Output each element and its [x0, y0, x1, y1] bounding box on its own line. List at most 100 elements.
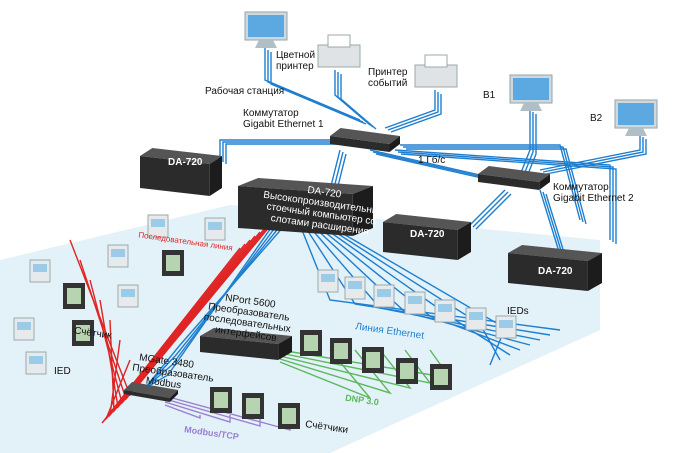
- ethernet-link: [307, 224, 541, 341]
- box-side: [209, 156, 222, 196]
- ied-screen: [469, 312, 483, 320]
- ethernet-link: [519, 110, 531, 176]
- meter-device: [63, 283, 85, 309]
- b2-label: В2: [590, 113, 603, 124]
- meter-screen: [304, 335, 318, 351]
- box-front: [238, 186, 353, 236]
- box-front: [200, 336, 279, 360]
- ethernet-link: [406, 148, 587, 225]
- meter-device: [210, 387, 232, 413]
- ethernet-link: [394, 149, 611, 240]
- ethernet-link: [390, 94, 442, 133]
- ethernet-link: [340, 74, 377, 130]
- box-front: [508, 253, 588, 291]
- box-side: [278, 336, 292, 360]
- ethernet-link: [384, 90, 436, 129]
- ied-device: [344, 276, 366, 300]
- meter-device: [242, 393, 264, 419]
- ethernet-link: [539, 189, 561, 256]
- ied-screen: [377, 289, 391, 297]
- box-front: [383, 222, 458, 260]
- ethernet-link: [469, 189, 506, 226]
- meter-screen: [334, 343, 348, 359]
- ethernet-link: [222, 141, 343, 162]
- meter-screen: [166, 255, 180, 271]
- monitor-display: [513, 78, 549, 100]
- box-top: [508, 245, 602, 261]
- speed-label: 1 Гб/с: [418, 155, 446, 166]
- event-printer: [414, 54, 458, 88]
- ethernet-link: [403, 146, 584, 223]
- switch2-label: Коммутатор Gigabit Ethernet 2: [553, 182, 634, 204]
- switch-1: [330, 128, 400, 152]
- b1-label: В1: [483, 90, 496, 101]
- ethernet-link: [387, 92, 439, 131]
- ied-device: [25, 351, 47, 375]
- monitor-display: [618, 103, 654, 125]
- modbus-link: [164, 401, 231, 423]
- box-front: [478, 174, 540, 190]
- ied-device: [204, 217, 226, 241]
- box-front: [140, 156, 210, 196]
- ethernet-link: [397, 151, 614, 242]
- box-side: [352, 186, 373, 236]
- ethernet-link: [542, 191, 564, 258]
- ied-device: [117, 284, 139, 308]
- meter-screen: [434, 369, 448, 385]
- da720-4: [508, 245, 602, 291]
- ied-screen: [408, 296, 422, 304]
- printer-body: [414, 64, 458, 88]
- ied-screen: [29, 356, 43, 364]
- ied-label: IED: [54, 366, 71, 377]
- ethernet-link: [475, 193, 512, 230]
- monitor-stand: [520, 103, 542, 111]
- ied-screen: [33, 264, 47, 272]
- printer-paper: [327, 34, 351, 48]
- da720-central: [238, 178, 373, 236]
- ethernet-link: [522, 112, 534, 178]
- meter-screen: [366, 352, 380, 368]
- color-printer: [317, 34, 361, 68]
- box-side: [169, 390, 178, 402]
- box-front: [124, 390, 170, 402]
- ethernet-link: [219, 139, 340, 160]
- dnp-link: [279, 349, 412, 390]
- meter-screen: [400, 363, 414, 379]
- ethernet-link: [545, 193, 567, 260]
- monitor-stand: [255, 40, 277, 48]
- da720-1: [140, 148, 222, 196]
- modbus-link: [164, 404, 201, 420]
- ied-device: [465, 307, 487, 331]
- switch1-label: Коммутатор Gigabit Ethernet 1: [243, 108, 324, 130]
- meter-device: [396, 358, 418, 384]
- box-top: [330, 128, 400, 144]
- ied-screen: [121, 289, 135, 297]
- switch-2: [478, 166, 550, 190]
- box-top: [383, 214, 471, 230]
- box-side: [539, 174, 550, 190]
- workstation-label: Рабочая станция: [205, 86, 285, 97]
- box-front: [330, 136, 390, 152]
- ied-screen: [208, 222, 222, 230]
- ied-device: [373, 284, 395, 308]
- b2-monitor: [614, 99, 658, 136]
- ethernet-link: [225, 143, 346, 164]
- ethernet-link: [545, 139, 647, 175]
- box-top: [200, 328, 292, 344]
- ied-device: [107, 244, 129, 268]
- meter-device: [162, 250, 184, 276]
- meter-device: [72, 320, 94, 346]
- color-printer-label: Цветной принтер: [276, 50, 316, 72]
- ieds-label: IEDs: [507, 306, 529, 317]
- nport-5600: [200, 328, 292, 360]
- ethernet-link: [369, 149, 481, 176]
- box-top: [478, 166, 550, 182]
- box-top: [140, 148, 222, 164]
- box-top: [238, 178, 373, 194]
- ied-device: [147, 214, 169, 238]
- printer-body: [317, 44, 361, 68]
- ethernet-link: [144, 224, 278, 389]
- ied-screen: [17, 322, 31, 330]
